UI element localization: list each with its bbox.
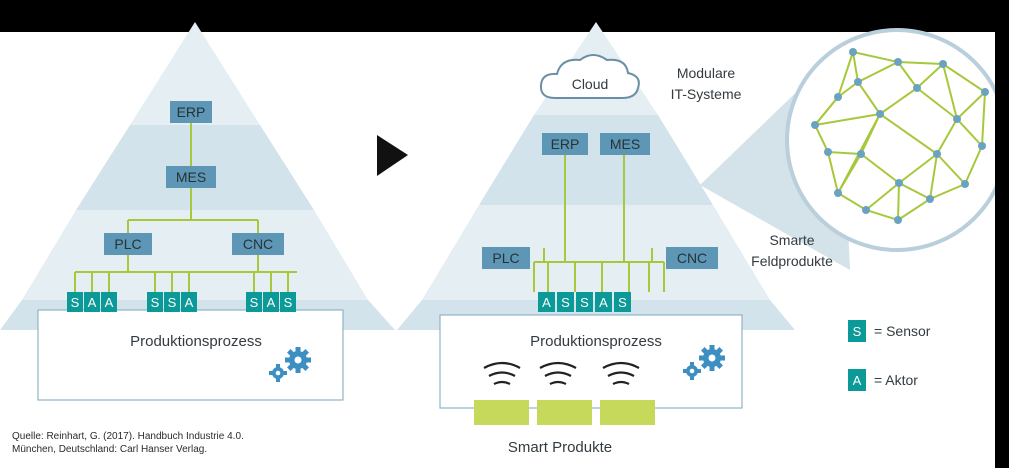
smart-product-3 [600, 400, 655, 425]
right-field-1: A [542, 295, 551, 310]
cloud-label: Cloud [572, 76, 609, 92]
smart-product-1 [474, 400, 529, 425]
smart-field-caption-line1: Smarte [769, 232, 814, 248]
left-field-1-2: A [88, 295, 97, 310]
legend-sensor-swatch [848, 320, 866, 342]
left-plc-label: PLC [114, 236, 141, 252]
left-field-1-3: A [105, 295, 114, 310]
left-field-3-2: A [267, 295, 276, 310]
left-cnc-label: CNC [243, 236, 273, 252]
smart-products-label: Smart Produkte [508, 439, 612, 456]
left-field-group-1: S A A [67, 292, 117, 312]
source-line-1: Quelle: Reinhart, G. (2017). Handbuch In… [12, 431, 244, 442]
wifi-icon [602, 361, 640, 385]
right-connectors [533, 155, 665, 292]
right-cnc-box [666, 247, 718, 269]
left-field-3-3: S [284, 295, 293, 310]
right-mes-box [600, 133, 650, 155]
right-mes-label: MES [610, 136, 640, 152]
left-pyramid-top-layer [130, 22, 260, 125]
right-erp-label: ERP [551, 136, 580, 152]
left-plc-box [104, 233, 152, 255]
left-field-2-2: S [168, 295, 177, 310]
smart-field-caption-line2: Feldprodukte [751, 253, 833, 269]
cloud-caption-line1: Modulare [677, 65, 736, 81]
right-field-4: A [599, 295, 608, 310]
right-pyramid-layer-2 [479, 115, 713, 205]
left-mes-label: MES [176, 169, 206, 185]
right-plc-label: PLC [492, 250, 519, 266]
left-erp-label: ERP [177, 104, 206, 120]
left-production-label: Produktionsprozess [130, 333, 262, 350]
legend-actor-swatch [848, 369, 866, 391]
left-field-2-1: S [151, 295, 160, 310]
right-production-box [439, 314, 743, 409]
legend-sensor-text: = Sensor [874, 323, 931, 339]
cloud-caption-line2: IT-Systeme [671, 86, 742, 102]
source-citation: Quelle: Reinhart, G. (2017). Handbuch In… [12, 430, 244, 456]
gear-icon [269, 347, 311, 382]
smart-product-2 [537, 400, 592, 425]
left-mes-box [166, 166, 216, 188]
gear-icon [683, 345, 725, 380]
legend: S = Sensor A = Aktor [848, 320, 931, 391]
right-production-label: Produktionsprozess [530, 333, 662, 350]
right-cnc-label: CNC [677, 250, 707, 266]
right-pyramid-layer-3 [422, 205, 770, 300]
legend-actor-symbol: A [853, 373, 862, 388]
right-erp-box [542, 133, 588, 155]
right-field-2: S [561, 295, 570, 310]
right-field-5: S [618, 295, 627, 310]
left-connectors [74, 123, 297, 292]
smart-network-mesh [785, 28, 1009, 252]
left-field-group-3: S A S [246, 292, 296, 312]
left-field-group-2: S S A [147, 292, 197, 312]
left-field-3-1: S [250, 295, 259, 310]
right-pyramid: Produktionsprozess Cloud Modulare IT-Sys… [397, 22, 850, 456]
left-erp-box [170, 101, 212, 123]
wifi-icon [539, 361, 577, 385]
wifi-icon [483, 361, 521, 385]
right-plc-box [482, 247, 530, 269]
legend-actor-text: = Aktor [874, 372, 918, 388]
left-cnc-box [232, 233, 284, 255]
cloud-icon [539, 54, 640, 99]
left-field-2-3: A [185, 295, 194, 310]
left-pyramid-layer-3 [22, 210, 368, 300]
legend-sensor-symbol: S [853, 324, 862, 339]
left-field-1-1: S [71, 295, 80, 310]
top-black-bar [0, 0, 1009, 32]
source-line-2: München, Deutschland: Carl Hanser Verlag… [12, 444, 208, 455]
right-black-bar [995, 0, 1009, 468]
left-pyramid: Produktionsprozess ERP MES PLC CNC [0, 22, 395, 401]
right-field-3: S [580, 295, 589, 310]
right-field-group: A S S A S [538, 292, 631, 312]
play-arrow-icon [377, 135, 408, 176]
